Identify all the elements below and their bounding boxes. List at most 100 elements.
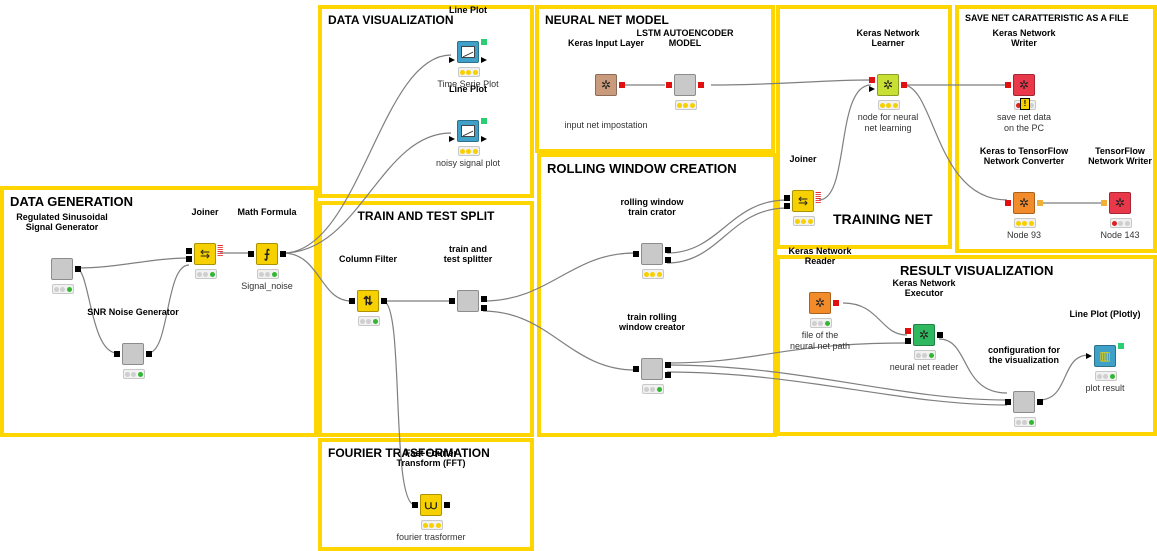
node-name: train rolling window creator: [618, 312, 685, 332]
input-port[interactable]: [114, 351, 120, 357]
node-name: Line Plot: [449, 84, 487, 94]
output-ports[interactable]: ≡≡: [217, 242, 224, 260]
node-name: configuration for the visualization: [988, 345, 1060, 365]
keras-reader-icon[interactable]: ✲: [809, 292, 831, 314]
converter-icon[interactable]: ✲: [1013, 192, 1035, 214]
output-port[interactable]: [1037, 399, 1043, 405]
keras-learner-icon[interactable]: ✲: [877, 74, 899, 96]
component-box[interactable]: [457, 290, 479, 312]
output-port[interactable]: [481, 305, 487, 311]
network-output-port[interactable]: [901, 82, 907, 88]
tensorflow-writer-icon[interactable]: ✲: [1109, 192, 1131, 214]
input-port[interactable]: [1086, 353, 1092, 359]
component-box[interactable]: [122, 343, 144, 365]
status-traffic-light: [458, 146, 480, 156]
output-ports[interactable]: ≡≡: [815, 189, 822, 207]
status-traffic-light: [195, 269, 217, 279]
network-input-port[interactable]: [1101, 200, 1107, 206]
output-port[interactable]: [665, 362, 671, 368]
column-filter-icon[interactable]: ⇅: [357, 290, 379, 312]
network-input-port[interactable]: [869, 77, 875, 83]
status-traffic-light: [358, 316, 380, 326]
node-name: Keras Input Layer: [567, 38, 645, 48]
network-input-port[interactable]: [666, 82, 672, 88]
annotation-title: RESULT VISUALIZATION: [900, 263, 1054, 278]
input-port[interactable]: [633, 366, 639, 372]
fft-icon[interactable]: ⩊: [420, 494, 442, 516]
node-description: Signal_noise: [241, 281, 293, 291]
plotly-line-plot-icon[interactable]: ▥: [1094, 345, 1116, 367]
input-port[interactable]: [633, 251, 639, 257]
status-traffic-light: [421, 520, 443, 530]
output-port[interactable]: [75, 266, 81, 272]
output-port[interactable]: [665, 372, 671, 378]
annotation-title: DATA GENERATION: [10, 194, 134, 209]
node-description: Node 93: [1006, 230, 1042, 240]
warning-icon: !: [1020, 98, 1030, 110]
input-port[interactable]: [905, 338, 911, 344]
input-port[interactable]: [248, 251, 254, 257]
image-output-port[interactable]: [1118, 343, 1124, 349]
line-plot-icon[interactable]: [457, 120, 479, 142]
input-port[interactable]: [449, 57, 455, 63]
output-port[interactable]: [481, 296, 487, 302]
component-box[interactable]: [51, 258, 73, 280]
input-port[interactable]: [449, 136, 455, 142]
output-port[interactable]: [937, 332, 943, 338]
keras-executor-icon[interactable]: ✲: [913, 324, 935, 346]
node-description: Node 143: [1100, 230, 1140, 240]
output-port[interactable]: [481, 57, 487, 63]
component-box[interactable]: [674, 74, 696, 96]
status-traffic-light: [675, 100, 697, 110]
line-plot-icon[interactable]: [457, 41, 479, 63]
input-port[interactable]: [186, 256, 192, 262]
joiner-icon[interactable]: ⇆: [194, 243, 216, 265]
keras-icon[interactable]: ✲: [595, 74, 617, 96]
image-output-port[interactable]: [481, 118, 487, 124]
component-box[interactable]: [1013, 391, 1035, 413]
status-traffic-light: [793, 216, 815, 226]
network-output-port[interactable]: [698, 82, 704, 88]
network-input-port[interactable]: [1005, 82, 1011, 88]
node-name: Keras Network Executor: [892, 278, 956, 298]
input-port[interactable]: [784, 195, 790, 201]
output-port[interactable]: [665, 247, 671, 253]
input-port[interactable]: [449, 298, 455, 304]
output-port[interactable]: [146, 351, 152, 357]
annotation-train-test-split: TRAIN AND TEST SPLIT: [318, 201, 534, 437]
image-output-port[interactable]: [481, 39, 487, 45]
component-box[interactable]: [641, 358, 663, 380]
network-input-port[interactable]: [1005, 200, 1011, 206]
input-port[interactable]: [186, 248, 192, 254]
network-output-port[interactable]: [833, 300, 839, 306]
input-port[interactable]: [349, 298, 355, 304]
network-output-port[interactable]: [619, 82, 625, 88]
status-traffic-light: [642, 269, 664, 279]
math-formula-icon[interactable]: ⨍: [256, 243, 278, 265]
node-name: Joiner: [191, 207, 219, 217]
input-port[interactable]: [784, 203, 790, 209]
component-box[interactable]: [641, 243, 663, 265]
annotation-title: DATA VISUALIZATION: [328, 13, 454, 27]
input-port[interactable]: [1005, 399, 1011, 405]
output-port[interactable]: [444, 502, 450, 508]
output-port[interactable]: [280, 251, 286, 257]
status-traffic-light: [1095, 371, 1117, 381]
keras-writer-icon[interactable]: ✲: [1013, 74, 1035, 96]
node-description: save net data on the PC: [996, 112, 1052, 133]
output-port[interactable]: [665, 257, 671, 263]
training-data-input-port[interactable]: [869, 86, 875, 92]
status-traffic-light: [257, 269, 279, 279]
network-input-port[interactable]: [905, 328, 911, 334]
annotation-rolling-window: ROLLING WINDOW CREATION: [537, 153, 777, 437]
status-traffic-light: [458, 67, 480, 77]
joiner-icon[interactable]: ⇆: [792, 190, 814, 212]
node-name: LSTM AUTOENCODER MODEL: [636, 28, 734, 48]
status-traffic-light: [1014, 218, 1036, 228]
output-port[interactable]: [481, 136, 487, 142]
output-port[interactable]: [381, 298, 387, 304]
node-name: Keras Network Writer: [992, 28, 1056, 48]
network-output-port[interactable]: [1037, 200, 1043, 206]
input-port[interactable]: [412, 502, 418, 508]
